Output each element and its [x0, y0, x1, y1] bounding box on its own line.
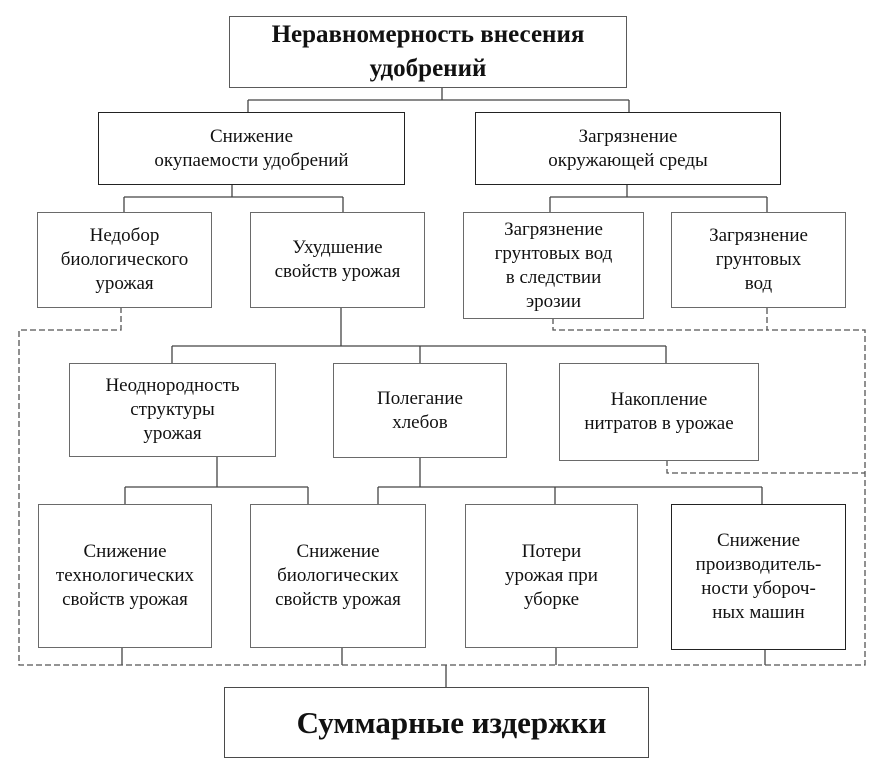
node-technological-properties-decrease: Снижение технологических свойств урожая: [38, 504, 212, 648]
total-costs-node: Суммарные издержки: [224, 687, 649, 758]
node-nitrate-accumulation: Накопление нитратов в урожае: [559, 363, 759, 461]
connector-right-level3: [549, 184, 768, 212]
dashed-nitrates-link: [666, 460, 865, 474]
node-harvest-losses: Потери урожая при уборке: [465, 504, 638, 648]
connector-heterogeneity-level5: [124, 456, 309, 504]
node-crop-lodging: Полегание хлебов: [333, 363, 507, 458]
node-biological-properties-decrease: Снижение биологических свойств урожая: [250, 504, 426, 648]
connector-deterioration-level4: [171, 307, 667, 363]
node-environment-pollution: Загрязнение окружающей среды: [475, 112, 781, 185]
connector-title-level2: [247, 87, 630, 112]
dashed-frame-left: [18, 307, 866, 666]
connector-level5-bottom: [121, 647, 766, 665]
node-fertilizer-payback-decrease: Снижение окупаемости удобрений: [98, 112, 405, 185]
connector-left-level3: [123, 184, 344, 212]
node-biological-yield-shortfall: Недобор биологического урожая: [37, 212, 212, 308]
node-yield-structure-heterogeneity: Неоднородность структуры урожая: [69, 363, 276, 457]
dashed-erosion-link: [552, 318, 767, 331]
connector-lodging-level5: [377, 457, 763, 504]
node-erosion-groundwater-pollution: Загрязнение грунтовых вод в следствии эр…: [463, 212, 644, 319]
node-groundwater-pollution: Загрязнение грунтовых вод: [671, 212, 846, 308]
node-yield-properties-deterioration: Ухудшение свойств урожая: [250, 212, 425, 308]
title-node: Неравномерность внесения удобрений: [229, 16, 627, 88]
node-harvester-productivity-decrease: Снижение производитель- ности убороч- ны…: [671, 504, 846, 650]
